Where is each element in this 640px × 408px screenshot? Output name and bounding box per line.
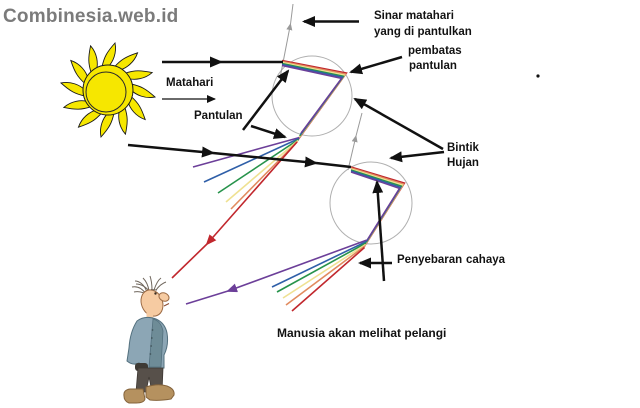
- person-shoe-back: [123, 388, 146, 404]
- person-eye: [154, 292, 157, 295]
- label-pembatas-line2: pantulan: [409, 60, 457, 72]
- refracted-band-drop1: [281, 59, 348, 141]
- bintik-hujan-arrow-lower: [389, 150, 445, 163]
- raindrop-2-circle: [329, 161, 413, 245]
- person-buttons: [149, 329, 154, 355]
- person-shoe-front: [145, 384, 175, 401]
- penyebaran-arrow-up: [372, 180, 386, 282]
- label-matahari: Matahari: [166, 77, 214, 89]
- pantulan-arrow-up: [242, 69, 290, 131]
- label-sinar-matahari-line2: yang di pantulkan: [374, 26, 472, 38]
- person-neck: [146, 312, 153, 320]
- label-manusia: Manusia akan melihat pelangi: [277, 326, 447, 340]
- label-bintik-line2: Hujan: [447, 157, 479, 169]
- refracted-band-drop2: [350, 166, 406, 248]
- stray-dot: [536, 74, 540, 78]
- label-bintik-line1: Bintik: [447, 142, 479, 154]
- person-mouth: [163, 303, 170, 307]
- label-penyebaran: Penyebaran: [397, 254, 463, 266]
- dispersion-fan-drop2: [185, 239, 368, 312]
- label-cahaya: cahaya: [466, 254, 506, 266]
- person-vest: [148, 318, 164, 368]
- bintik-hujan-arrow-upper: [353, 97, 444, 151]
- label-pantulan: Pantulan: [194, 110, 243, 122]
- sun-icon: [60, 42, 156, 138]
- pembatas-pantulan-arrow: [349, 55, 403, 75]
- normal-line-drop2: [347, 112, 363, 171]
- raindrop-1-circle: [271, 55, 353, 137]
- sun-ray-2-arrow: [127, 143, 352, 169]
- normal-line-drop1: [279, 3, 294, 79]
- watermark-combinesia: Combinesia.web.id: [3, 6, 179, 27]
- person-brow: [150, 289, 158, 291]
- pantulan-arrow-down: [250, 124, 287, 139]
- person-observer: [123, 275, 175, 404]
- label-pembatas-line1: pembatas: [408, 45, 462, 57]
- person-nose: [158, 292, 170, 302]
- label-sinar-matahari-line1: Sinar matahari: [374, 10, 454, 22]
